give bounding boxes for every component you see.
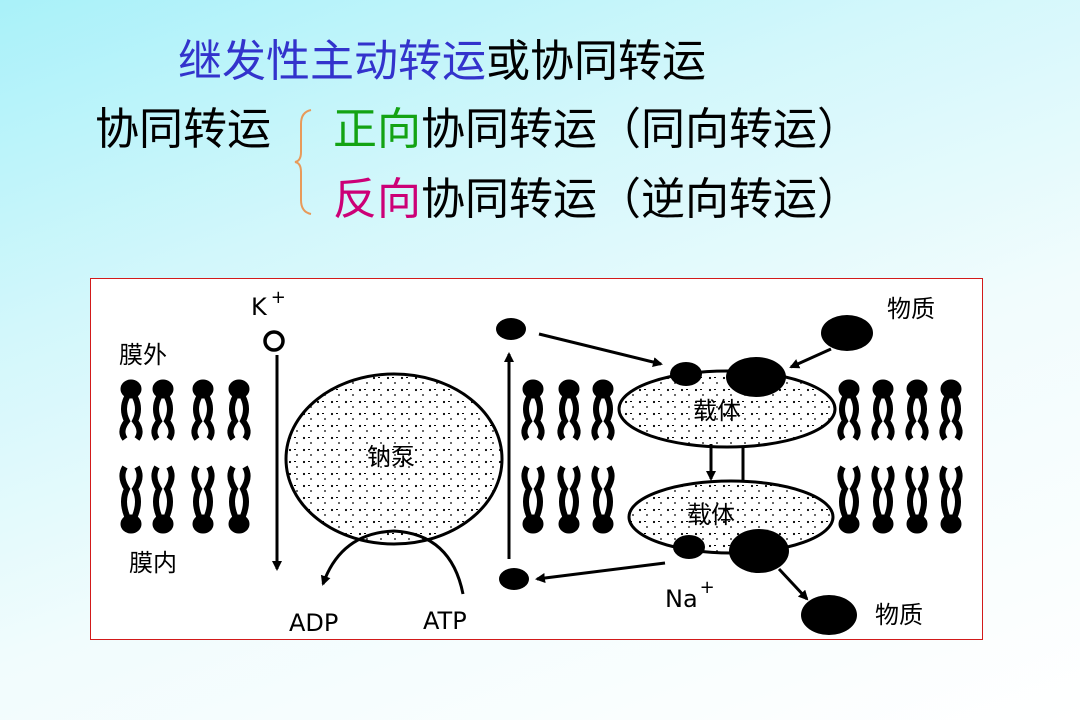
- na-released-arrow-icon: [535, 561, 666, 583]
- atp-adp-arrow-icon: [320, 529, 465, 595]
- symport-prefix: 正向: [333, 104, 421, 155]
- substance-in-arrow-icon: [789, 347, 832, 369]
- label-atp: ATP: [423, 607, 467, 635]
- title-highlight: 继发性主动转运: [178, 36, 486, 87]
- label-adp: ADP: [289, 609, 339, 637]
- k-ion-icon: [263, 330, 285, 352]
- na-ion-inside-icon: [499, 568, 529, 590]
- na-ion-outside-icon: [496, 318, 526, 340]
- label-carrier-bottom: 载体: [687, 501, 735, 529]
- cotransport-label: 协同转运: [95, 104, 271, 155]
- page-title: 继发性主动转运或协同转运: [178, 30, 706, 94]
- binding-site-na-bottom: [673, 535, 705, 559]
- label-outside: 膜外: [119, 341, 167, 369]
- k-symbol: K: [251, 293, 267, 321]
- sodium-pump: [284, 372, 504, 546]
- substance-inside-icon: [801, 595, 857, 635]
- membrane-left: [119, 379, 251, 534]
- binding-site-substance-bottom: [729, 529, 789, 573]
- membrane-middle: [521, 379, 615, 534]
- symport-line: 正向协同转运（同向转运）: [333, 100, 861, 160]
- label-na-ion: Na+: [665, 577, 715, 616]
- antiport-line: 反向协同转运（逆向转运）: [333, 170, 861, 230]
- binding-site-na-top: [670, 362, 702, 386]
- carrier-top: [617, 369, 837, 449]
- k-charge: +: [270, 287, 286, 308]
- substance-released-arrow-icon: [777, 567, 809, 601]
- title-rest: 或协同转运: [486, 36, 706, 87]
- antiport-prefix: 反向: [333, 174, 421, 225]
- label-substance-top: 物质: [887, 295, 935, 323]
- na-in-arrow-icon: [538, 332, 663, 367]
- transport-diagram: 膜外 膜内 K+ 钠泵 载体 载体 物质 物质 Na+ ADP ATP: [90, 278, 983, 640]
- label-carrier-top: 载体: [693, 397, 741, 425]
- na-symbol: Na: [665, 585, 698, 613]
- diagram-canvas: [119, 315, 963, 635]
- substance-outside-icon: [821, 315, 873, 351]
- membrane-right: [837, 379, 963, 534]
- antiport-rest: 协同转运（逆向转运）: [421, 174, 861, 225]
- label-k-ion: K+: [251, 287, 286, 324]
- label-substance-bottom: 物质: [875, 601, 923, 629]
- na-charge: +: [699, 577, 715, 598]
- symport-rest: 协同转运（同向转运）: [421, 104, 861, 155]
- label-inside: 膜内: [129, 549, 177, 577]
- brace-icon: [294, 109, 312, 215]
- label-pump: 钠泵: [367, 443, 415, 471]
- binding-site-substance-top: [726, 357, 786, 397]
